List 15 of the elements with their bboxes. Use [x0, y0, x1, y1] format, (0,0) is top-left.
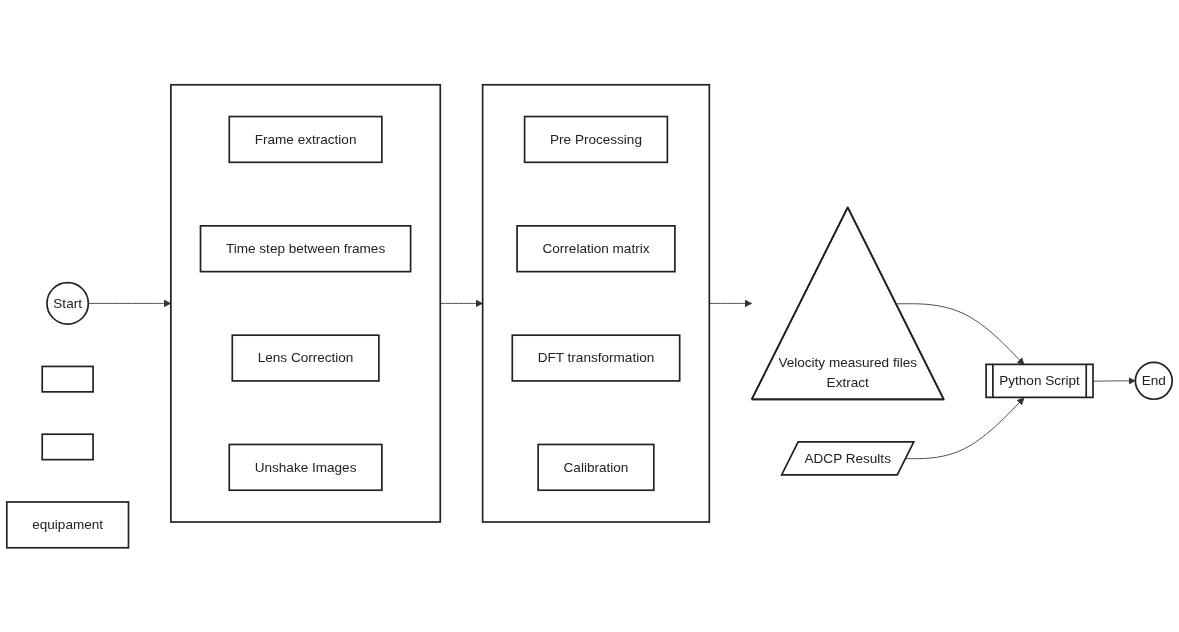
node-circle: Start: [46, 281, 90, 325]
node-box: DFT transformation: [511, 334, 681, 382]
node-box: Lens Correction: [231, 334, 380, 382]
node-box: Frame extraction: [228, 115, 383, 163]
node-box: Unshake Images: [228, 443, 383, 491]
node-circle: End: [1134, 361, 1174, 400]
node-box: Time step between frames: [199, 224, 412, 273]
node-box: [41, 365, 94, 393]
node-box: Calibration: [537, 443, 655, 491]
node-box: equipament: [5, 500, 130, 549]
node-box: [41, 433, 94, 461]
cluster: [170, 83, 442, 523]
cluster: [481, 83, 711, 523]
node-box: Correlation matrix: [516, 224, 676, 273]
node-box: Pre Processing: [523, 115, 669, 163]
